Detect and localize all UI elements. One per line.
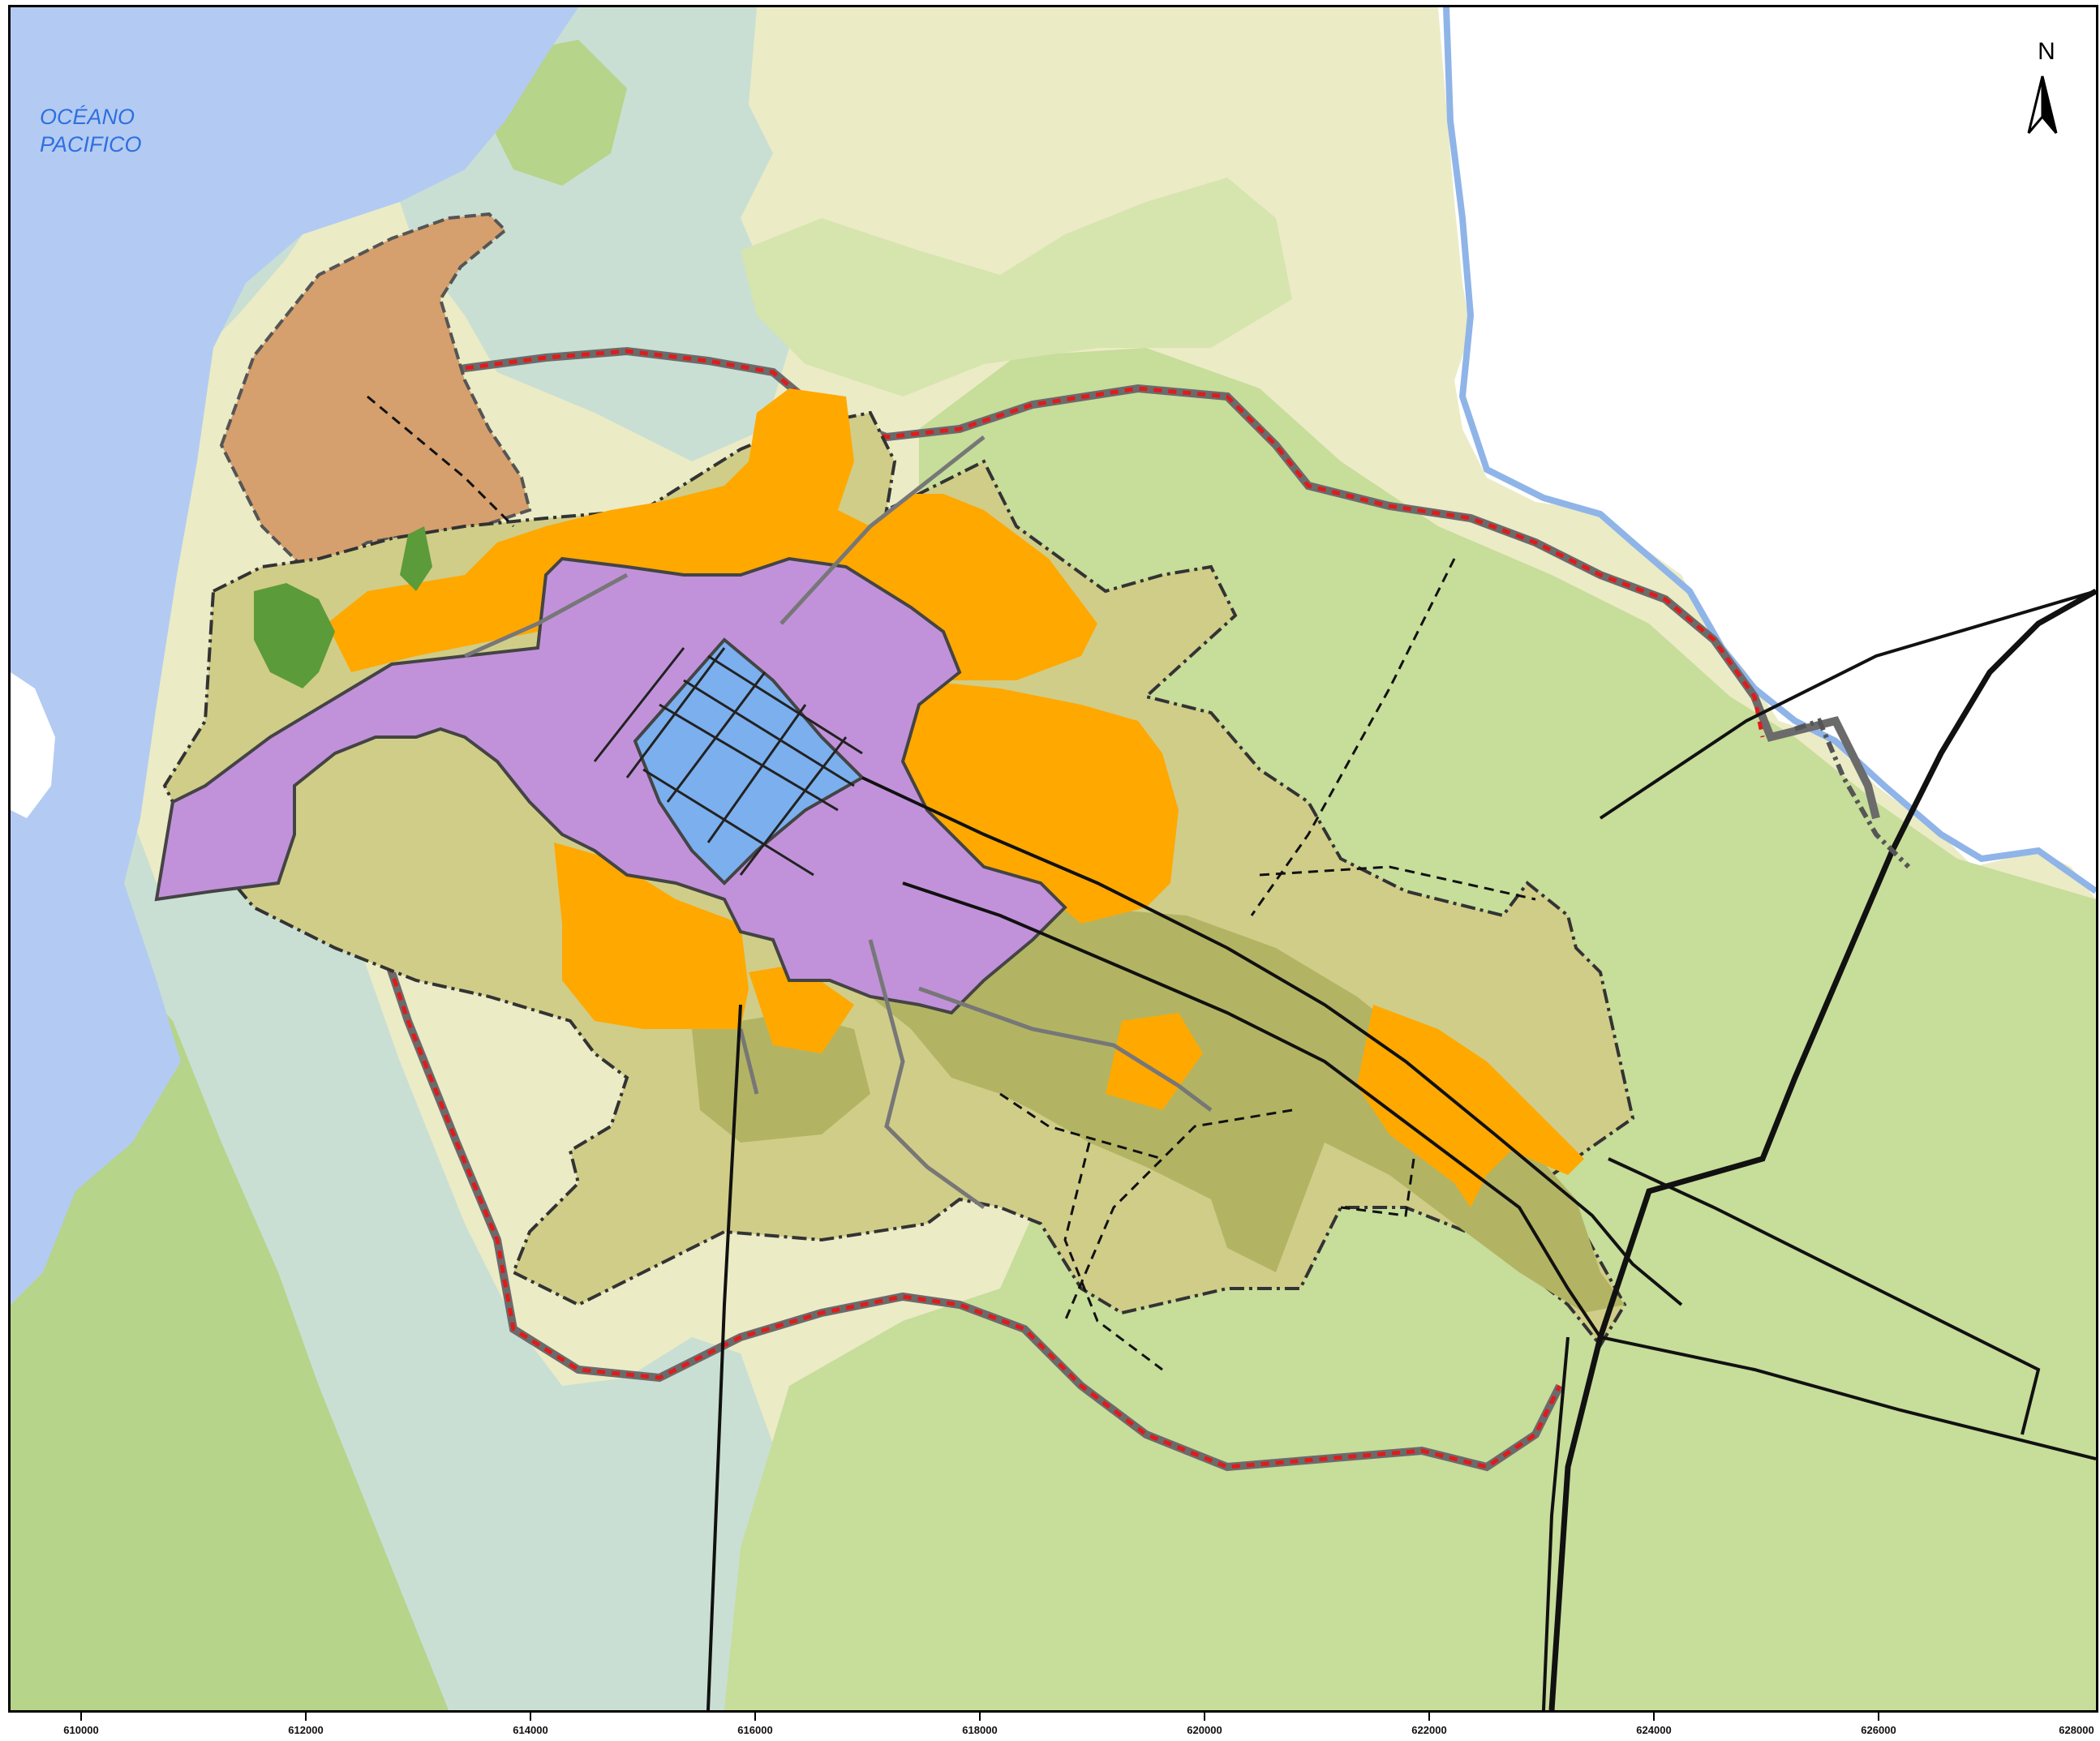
forest-north — [741, 178, 1292, 397]
x-tick-label: 626000 — [1861, 1724, 1896, 1736]
x-tick-mark — [530, 1713, 531, 1721]
urban-limit-south-red — [268, 752, 1562, 1469]
x-tick-label: 614000 — [513, 1724, 548, 1736]
x-tick-label: 618000 — [962, 1724, 998, 1736]
x-tick-label: 624000 — [1636, 1724, 1672, 1736]
ocean-label: OCÉANO PACIFICO — [40, 103, 142, 158]
x-tick-mark — [1204, 1713, 1205, 1721]
ocean-label-line2: PACIFICO — [40, 132, 142, 157]
x-tick-mark — [1428, 1713, 1430, 1721]
x-tick-mark — [1878, 1713, 1879, 1721]
zone-purple — [154, 556, 1067, 1015]
zone-orange-east — [895, 680, 1179, 924]
x-tick-mark — [305, 1713, 307, 1721]
x-tick-mark — [1653, 1713, 1655, 1721]
ocean-label-line1: OCÉANO — [40, 105, 135, 129]
map-frame[interactable]: OCÉANO PACIFICO N — [8, 5, 2098, 1713]
x-tick-mark — [754, 1713, 756, 1721]
boundary-east — [1794, 718, 1911, 869]
ocean — [11, 7, 578, 1305]
x-tick-label: 610000 — [63, 1724, 99, 1736]
street-grid-center — [593, 647, 863, 877]
highway-thick — [1548, 588, 2096, 1710]
island-west — [11, 672, 55, 818]
zone-blue-center — [633, 637, 865, 886]
zone-orange-far-east — [1357, 1005, 1584, 1207]
zone-darkgreen-small — [400, 526, 432, 591]
unmapped-area — [1438, 7, 2096, 899]
river-east — [1443, 7, 2096, 894]
x-tick-mark — [80, 1713, 82, 1721]
x-tick-label: 628000 — [2059, 1724, 2094, 1736]
zone-darkgreen — [254, 583, 335, 688]
x-axis: 610000 612000 614000 616000 618000 620000 6220… — [0, 1713, 2100, 1741]
x-tick-label: 622000 — [1411, 1724, 1447, 1736]
zone-olive — [870, 899, 1625, 1313]
x-tick-label: 612000 — [288, 1724, 324, 1736]
x-tick-label: 616000 — [737, 1724, 773, 1736]
zone-orange-small — [749, 964, 854, 1053]
zone-brown — [219, 212, 532, 577]
highways — [706, 590, 2096, 1710]
x-tick-mark — [979, 1713, 981, 1721]
north-arrow-icon — [2027, 75, 2058, 134]
zone-orange-south — [554, 843, 749, 1029]
dashed-lines — [367, 395, 1536, 1371]
map-canvas[interactable] — [11, 7, 2096, 1710]
north-label: N — [2038, 38, 2055, 65]
x-tick-label: 620000 — [1187, 1724, 1222, 1736]
main-roads — [463, 435, 1213, 1210]
